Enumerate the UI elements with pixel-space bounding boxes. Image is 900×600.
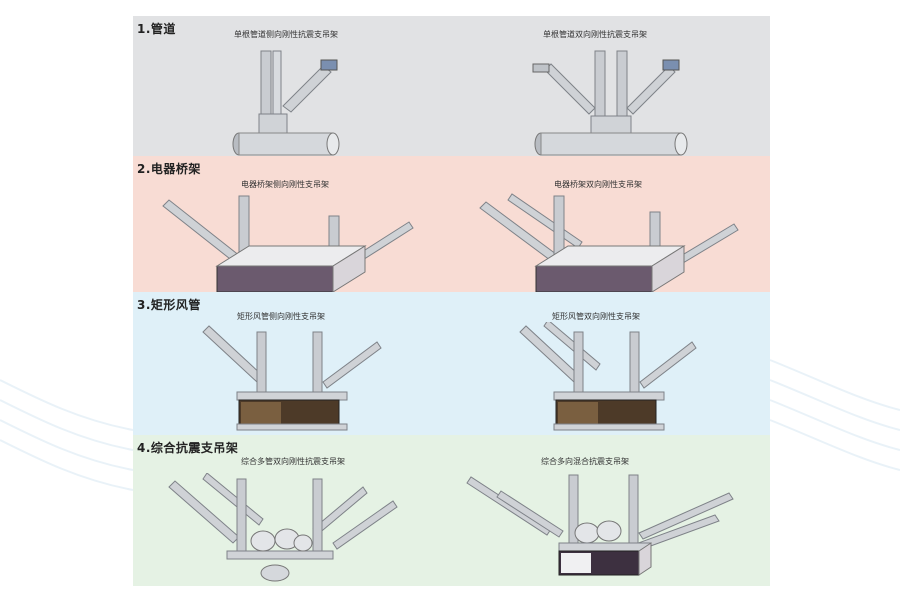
tray-bidirectional-bracket-image — [468, 186, 748, 294]
combined-multi-direction-bracket-image — [463, 471, 743, 583]
section-title: 4.综合抗震支吊架 — [137, 441, 239, 455]
section-rect-duct: 3.矩形风管 矩形风管侧向刚性支吊架 矩形风管双向刚性支吊架 — [133, 292, 770, 435]
duct-bidirectional-bracket-image — [508, 322, 708, 432]
combined-multi-pipe-bracket-image — [163, 473, 403, 583]
caption-left: 电器桥架侧向刚性支吊架 — [241, 180, 329, 189]
caption-right: 矩形风管双向刚性支吊架 — [552, 312, 640, 321]
section-combined: 4.综合抗震支吊架 综合多管双向刚性抗震支吊架 综合多向混合抗震支吊架 — [133, 435, 770, 586]
section-cable-tray: 2.电器桥架 电器桥架侧向刚性支吊架 电器桥架双向刚性支吊架 — [133, 156, 770, 294]
caption-left: 矩形风管侧向刚性支吊架 — [237, 312, 325, 321]
pipe-bidirectional-bracket-image — [523, 46, 693, 156]
section-pipe: 1.管道 单根管道侧向刚性抗震支吊架 单根管道双向刚性抗震支吊架 — [133, 16, 770, 156]
pipe-lateral-bracket-image — [223, 46, 353, 156]
duct-lateral-bracket-image — [193, 322, 393, 432]
caption-left: 单根管道侧向刚性抗震支吊架 — [234, 30, 338, 39]
caption-right: 电器桥架双向刚性支吊架 — [554, 180, 642, 189]
section-title: 1.管道 — [137, 22, 176, 36]
caption-right: 单根管道双向刚性抗震支吊架 — [543, 30, 647, 39]
caption-right: 综合多向混合抗震支吊架 — [541, 457, 629, 466]
tray-lateral-bracket-image — [153, 186, 423, 294]
caption-left: 综合多管双向刚性抗震支吊架 — [241, 457, 345, 466]
section-title: 2.电器桥架 — [137, 162, 201, 176]
bracket-catalog-card: 1.管道 单根管道侧向刚性抗震支吊架 单根管道双向刚性抗震支吊架 — [133, 16, 770, 586]
section-title: 3.矩形风管 — [137, 298, 201, 312]
